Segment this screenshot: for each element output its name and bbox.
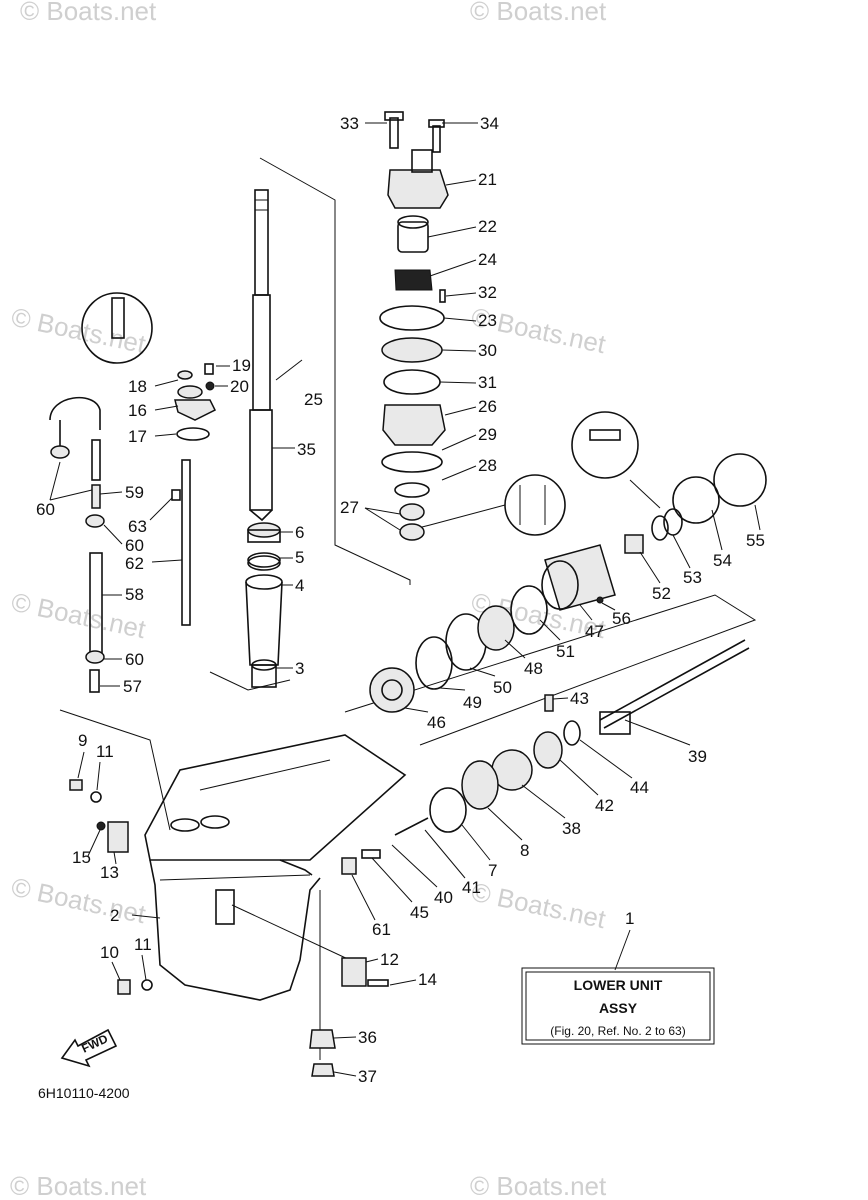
- watermark-text: © Boats.net: [469, 877, 609, 935]
- assy-box-frame: [521, 967, 715, 1045]
- callout-41: 41: [462, 878, 481, 897]
- callout-15: 15: [72, 848, 91, 867]
- callout-45: 45: [410, 903, 429, 922]
- callout-63: 63: [128, 517, 147, 536]
- callout-43: 43: [570, 689, 589, 708]
- callout-57: 57: [123, 677, 142, 696]
- callout-29: 29: [478, 425, 497, 444]
- callout-42: 42: [595, 796, 614, 815]
- assy-box-line2: ASSY: [599, 1000, 638, 1016]
- assembly-guide-lines: [59, 157, 757, 1060]
- callout-30: 30: [478, 341, 497, 360]
- bearing-stack: [245, 522, 283, 688]
- callout-48: 48: [524, 659, 543, 678]
- fwd-label: FWD: [79, 1031, 110, 1055]
- callout-46: 46: [427, 713, 446, 732]
- callout-36: 36: [358, 1028, 377, 1047]
- watermark-text: © Boats.net: [9, 302, 149, 360]
- callout-16: 16: [128, 401, 147, 420]
- watermark-text: © Boats.net: [10, 1171, 147, 1200]
- callout-32: 32: [478, 283, 497, 302]
- callout-53: 53: [683, 568, 702, 587]
- assy-box-line3: (Fig. 20, Ref. No. 2 to 63): [550, 1024, 685, 1038]
- callout-60: 60: [125, 536, 144, 555]
- watermark-text: © Boats.net: [470, 1171, 607, 1200]
- callout-34: 34: [480, 114, 499, 133]
- callout-11: 11: [134, 935, 152, 954]
- callout-19: 19: [232, 356, 251, 375]
- callout-18: 18: [128, 377, 147, 396]
- watermark-text: © Boats.net: [470, 0, 607, 26]
- callout-51: 51: [556, 642, 575, 661]
- callout-33: 33: [340, 114, 359, 133]
- callout-6: 6: [295, 523, 304, 542]
- watermark-text: © Boats.net: [20, 0, 157, 26]
- leader-lines: [49, 122, 761, 1077]
- lower-casing: [144, 734, 407, 1001]
- callout-56: 56: [612, 609, 631, 628]
- callout-58: 58: [125, 585, 144, 604]
- callout-49: 49: [463, 693, 482, 712]
- watermark-layer: © Boats.net © Boats.net © Boats.net © Bo…: [9, 0, 609, 1200]
- assy-ref-number: 1: [625, 909, 634, 928]
- callout-11: 11: [96, 742, 114, 761]
- fasteners: [69, 779, 389, 1077]
- callout-9: 9: [78, 731, 87, 750]
- callout-61: 61: [372, 920, 391, 939]
- callout-60: 60: [125, 650, 144, 669]
- callout-59: 59: [125, 483, 144, 502]
- callout-44: 44: [630, 778, 649, 797]
- callout-35: 35: [297, 440, 316, 459]
- callout-4: 4: [295, 576, 304, 595]
- callout-5: 5: [295, 548, 304, 567]
- callout-7: 7: [488, 861, 497, 880]
- callout-10: 10: [100, 943, 119, 962]
- watermark-text: © Boats.net: [9, 872, 149, 930]
- callout-20: 20: [230, 377, 249, 396]
- callout-39: 39: [688, 747, 707, 766]
- callout-52: 52: [652, 584, 671, 603]
- callout-26: 26: [478, 397, 497, 416]
- gear-set: [341, 411, 767, 875]
- callout-50: 50: [493, 678, 512, 697]
- callout-40: 40: [434, 888, 453, 907]
- callout-28: 28: [478, 456, 497, 475]
- callout-3: 3: [295, 659, 304, 678]
- callout-37: 37: [358, 1067, 377, 1086]
- diagram-code: 6H10110-4200: [38, 1085, 130, 1101]
- callout-24: 24: [478, 250, 497, 269]
- callout-38: 38: [562, 819, 581, 838]
- assy-box: 1 LOWER UNIT ASSY (Fig. 20, Ref. No. 2 t…: [521, 909, 715, 1045]
- callout-17: 17: [128, 427, 147, 446]
- callout-13: 13: [100, 863, 119, 882]
- callout-31: 31: [478, 373, 497, 392]
- water-pump-stack: [379, 111, 566, 541]
- callout-27: 27: [340, 498, 359, 517]
- callout-8: 8: [520, 841, 529, 860]
- callout-21: 21: [478, 170, 497, 189]
- assy-box-line1: LOWER UNIT: [574, 977, 663, 993]
- driveshaft: [249, 189, 273, 522]
- callout-2: 2: [110, 906, 119, 925]
- callout-14: 14: [418, 970, 437, 989]
- callout-23: 23: [478, 311, 497, 330]
- shift-rod-parts: [49, 292, 217, 693]
- fwd-arrow-icon: FWD: [60, 1028, 118, 1068]
- callout-62: 62: [125, 554, 144, 573]
- callout-25: 25: [304, 390, 323, 409]
- callout-55: 55: [746, 531, 765, 550]
- callout-22: 22: [478, 217, 497, 236]
- callout-60: 60: [36, 500, 55, 519]
- callout-labels: 33 34 21 22 24 32 23 30 31 26 29 28 27 1…: [36, 114, 765, 1086]
- callout-47: 47: [585, 622, 604, 641]
- callout-12: 12: [380, 950, 399, 969]
- callout-54: 54: [713, 551, 732, 570]
